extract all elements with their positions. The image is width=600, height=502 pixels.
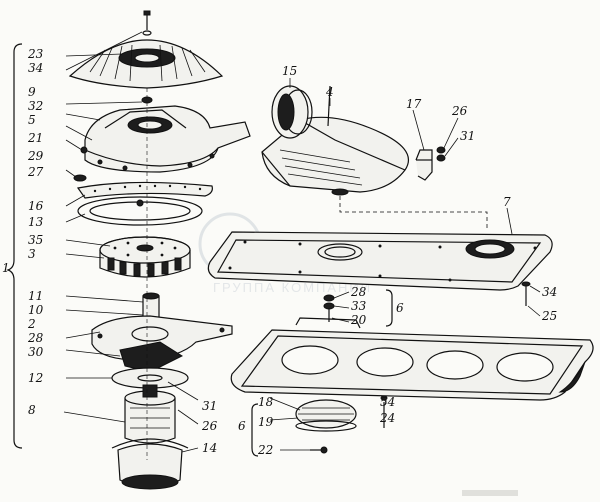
label-24: 24	[379, 411, 395, 425]
label-13: 13	[28, 215, 44, 229]
label-25: 25	[541, 309, 557, 323]
label-26-bottom: 26	[201, 419, 218, 433]
part-hose-ring-15	[271, 85, 313, 139]
part-air-duct-4	[261, 85, 410, 196]
group-bracket-6b	[251, 403, 259, 457]
label-18: 18	[258, 395, 274, 409]
label-35: 35	[28, 233, 43, 247]
part-screw-54-24	[380, 395, 388, 428]
label-10: 10	[28, 303, 44, 317]
label-28-left: 28	[27, 331, 44, 345]
label-34-right: 34	[542, 285, 557, 299]
label-21: 21	[27, 131, 43, 145]
part-mounting-plate-2	[91, 315, 233, 373]
label-30: 30	[28, 345, 44, 359]
label-9: 9	[28, 85, 36, 99]
label-14: 14	[202, 441, 217, 455]
callout-labels: 23 34 9 32 5 21 29 27 16 13 35 3 1 11 10…	[2, 47, 557, 457]
label-1: 1	[2, 261, 10, 275]
label-28-right: 28	[350, 285, 367, 299]
part-bracket-17	[415, 149, 433, 181]
label-34: 34	[28, 61, 43, 75]
label-31-bottom: 31	[202, 399, 217, 413]
label-6-lower: 6	[238, 419, 246, 433]
label-16: 16	[28, 199, 44, 213]
label-20: 20	[350, 313, 367, 327]
label-12: 12	[28, 371, 43, 385]
part-screw-top	[142, 10, 152, 36]
routing-line	[339, 196, 488, 228]
leader-lines	[63, 31, 541, 453]
part-base-frame-18	[230, 329, 594, 401]
part-impeller-3	[99, 236, 191, 278]
part-screw-22	[310, 446, 328, 454]
part-nuts-26-31	[436, 146, 446, 162]
watermark-subtitle: ГРУППА КОМПАНИЙ	[213, 280, 372, 295]
label-29: 29	[27, 149, 44, 163]
scan-artifact	[462, 490, 518, 496]
label-19: 19	[258, 415, 274, 429]
label-31-top: 31	[460, 129, 475, 143]
part-grille-19	[295, 399, 357, 432]
label-4: 4	[325, 85, 334, 99]
label-6-upper: 6	[396, 301, 404, 315]
part-screw-25	[521, 281, 531, 306]
part-motor-8	[124, 384, 176, 444]
label-2: 2	[27, 317, 36, 331]
part-strap	[295, 317, 361, 329]
label-54: 54	[380, 395, 395, 409]
group-bracket-6a	[385, 289, 393, 327]
label-7: 7	[503, 195, 511, 209]
label-8: 8	[28, 403, 36, 417]
label-27: 27	[27, 165, 44, 179]
label-17: 17	[406, 97, 422, 111]
label-22: 22	[257, 443, 273, 457]
part-blower-housing	[80, 105, 251, 173]
label-15: 15	[282, 64, 297, 78]
part-conical-cover	[68, 39, 224, 89]
label-33: 33	[351, 299, 367, 313]
part-gasket-16	[76, 181, 213, 199]
part-gasket-ring-13	[77, 196, 203, 226]
label-32: 32	[28, 99, 43, 113]
label-3: 3	[28, 247, 36, 261]
part-nuts-28-33-20	[323, 294, 335, 322]
group-bracket-1	[6, 43, 23, 449]
label-11: 11	[28, 289, 43, 303]
part-cover-plate-7	[207, 231, 553, 291]
label-26-top: 26	[451, 104, 468, 118]
part-washer-27	[73, 174, 87, 182]
part-holder-14	[111, 438, 189, 490]
label-23: 23	[27, 47, 44, 61]
label-5: 5	[28, 113, 36, 127]
